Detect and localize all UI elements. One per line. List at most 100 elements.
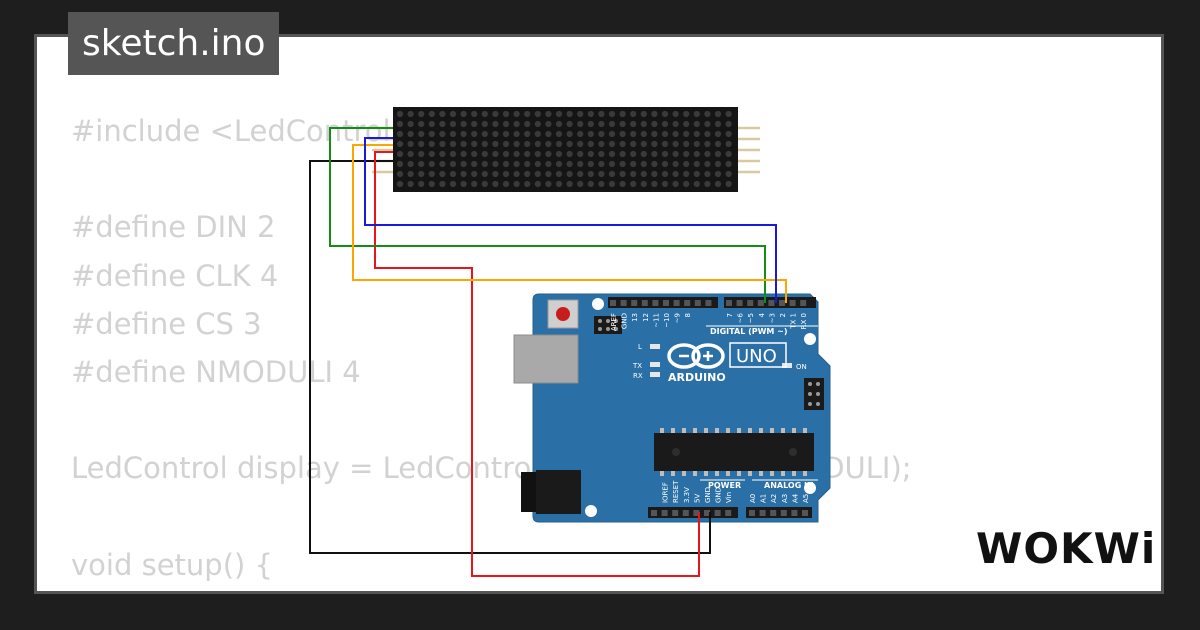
pin-label: 13 bbox=[631, 313, 639, 322]
pin-hole[interactable] bbox=[663, 300, 669, 306]
file-name-tab[interactable]: sketch.ino bbox=[68, 12, 280, 75]
pin-label: AREF bbox=[610, 313, 618, 331]
led-l-label: L bbox=[638, 343, 642, 351]
led-dot bbox=[651, 140, 658, 148]
led-dot bbox=[555, 170, 563, 178]
pin-hole[interactable] bbox=[694, 300, 701, 306]
pin-hole[interactable] bbox=[779, 300, 785, 306]
chip-leg bbox=[693, 471, 697, 476]
led-dot bbox=[608, 160, 616, 168]
chip-leg bbox=[737, 471, 741, 476]
led-dot bbox=[439, 160, 446, 168]
analog-label: ANALOG IN bbox=[764, 481, 814, 490]
led-dot bbox=[640, 110, 647, 118]
pin-hole[interactable] bbox=[802, 510, 808, 516]
pin-hole[interactable] bbox=[651, 510, 657, 516]
led-matrix-module[interactable] bbox=[372, 107, 760, 192]
pin-hole[interactable] bbox=[770, 510, 777, 516]
led-dot bbox=[428, 150, 435, 158]
led-dot bbox=[407, 160, 414, 168]
led-dot bbox=[704, 170, 711, 178]
pin-hole[interactable] bbox=[672, 510, 679, 516]
pin-hole[interactable] bbox=[800, 300, 807, 306]
pin-hole[interactable] bbox=[620, 300, 627, 306]
led-dot bbox=[587, 130, 594, 138]
wire-vcc[interactable] bbox=[374, 151, 700, 577]
led-dot bbox=[566, 150, 573, 158]
bottom-pin-holes bbox=[651, 510, 808, 516]
pin-hole[interactable] bbox=[789, 300, 796, 306]
pin-hole[interactable] bbox=[726, 300, 732, 306]
pin-label: 12 bbox=[642, 313, 650, 322]
led-dot bbox=[524, 180, 531, 188]
led-dot bbox=[630, 160, 637, 168]
header-bottom-analog bbox=[746, 507, 812, 518]
pin-hole[interactable] bbox=[705, 300, 712, 306]
led-dot bbox=[428, 180, 435, 188]
led-dot bbox=[640, 150, 647, 158]
pin-hole[interactable] bbox=[747, 300, 754, 306]
pin-hole[interactable] bbox=[736, 300, 743, 306]
led-dot bbox=[630, 130, 637, 138]
wire-din[interactable] bbox=[329, 127, 766, 303]
pin-hole[interactable] bbox=[631, 300, 638, 306]
led-dot bbox=[619, 160, 626, 168]
led-dot bbox=[545, 170, 552, 178]
wire-clk[interactable] bbox=[364, 137, 777, 303]
led-dot bbox=[524, 160, 531, 168]
led-dot bbox=[481, 180, 488, 188]
led-dot bbox=[725, 160, 732, 168]
led-dot bbox=[492, 160, 499, 168]
pin-hole[interactable] bbox=[652, 300, 659, 306]
pin-label: 5V bbox=[693, 494, 701, 503]
reset-button[interactable] bbox=[556, 307, 570, 321]
pin-hole[interactable] bbox=[768, 300, 775, 306]
led-dot bbox=[725, 120, 732, 128]
mount-hole bbox=[804, 333, 816, 345]
pin-label: 2 bbox=[779, 313, 787, 317]
pin-hole[interactable] bbox=[682, 510, 689, 516]
pin-hole[interactable] bbox=[641, 300, 648, 306]
led-dot bbox=[683, 130, 690, 138]
led-dot bbox=[471, 140, 478, 148]
led-dot bbox=[651, 110, 658, 118]
pin-hole[interactable] bbox=[673, 300, 680, 306]
pin-hole[interactable] bbox=[684, 300, 691, 306]
led-dot bbox=[725, 170, 732, 178]
chip-leg bbox=[748, 471, 752, 476]
pin-hole[interactable] bbox=[661, 510, 668, 516]
led-rx-label: RX bbox=[633, 372, 643, 380]
mount-hole bbox=[592, 298, 604, 310]
pin-hole[interactable] bbox=[749, 510, 755, 516]
led-dot bbox=[661, 130, 669, 138]
pin-hole[interactable] bbox=[757, 300, 764, 306]
pin-hole[interactable] bbox=[725, 510, 732, 516]
wire-cs[interactable] bbox=[352, 144, 787, 303]
pin-hole[interactable] bbox=[610, 300, 616, 306]
led-dot bbox=[449, 130, 457, 138]
led-dot bbox=[407, 110, 414, 118]
led-dot bbox=[439, 130, 446, 138]
led-dot bbox=[661, 120, 669, 128]
wire-gnd[interactable] bbox=[309, 160, 711, 554]
led-dot bbox=[471, 150, 478, 158]
arduino-infinity-logo bbox=[667, 343, 725, 369]
chip-legs bbox=[660, 428, 807, 476]
pin-hole[interactable] bbox=[693, 510, 700, 516]
pin-hole[interactable] bbox=[780, 510, 787, 516]
pin-hole[interactable] bbox=[759, 510, 766, 516]
led-dot bbox=[449, 140, 457, 148]
led-dot bbox=[502, 150, 510, 158]
atmega-chip bbox=[654, 433, 814, 471]
led-dot bbox=[502, 160, 510, 168]
wires bbox=[309, 127, 787, 577]
pin-label: RESET bbox=[672, 480, 680, 503]
led-dot bbox=[545, 110, 552, 118]
led-dot bbox=[407, 180, 414, 188]
code-line: #define CS 3 bbox=[71, 306, 262, 341]
pin-hole[interactable] bbox=[791, 510, 798, 516]
pin-hole[interactable] bbox=[704, 510, 710, 516]
pin-hole[interactable] bbox=[714, 510, 721, 516]
led-dot bbox=[418, 160, 425, 168]
